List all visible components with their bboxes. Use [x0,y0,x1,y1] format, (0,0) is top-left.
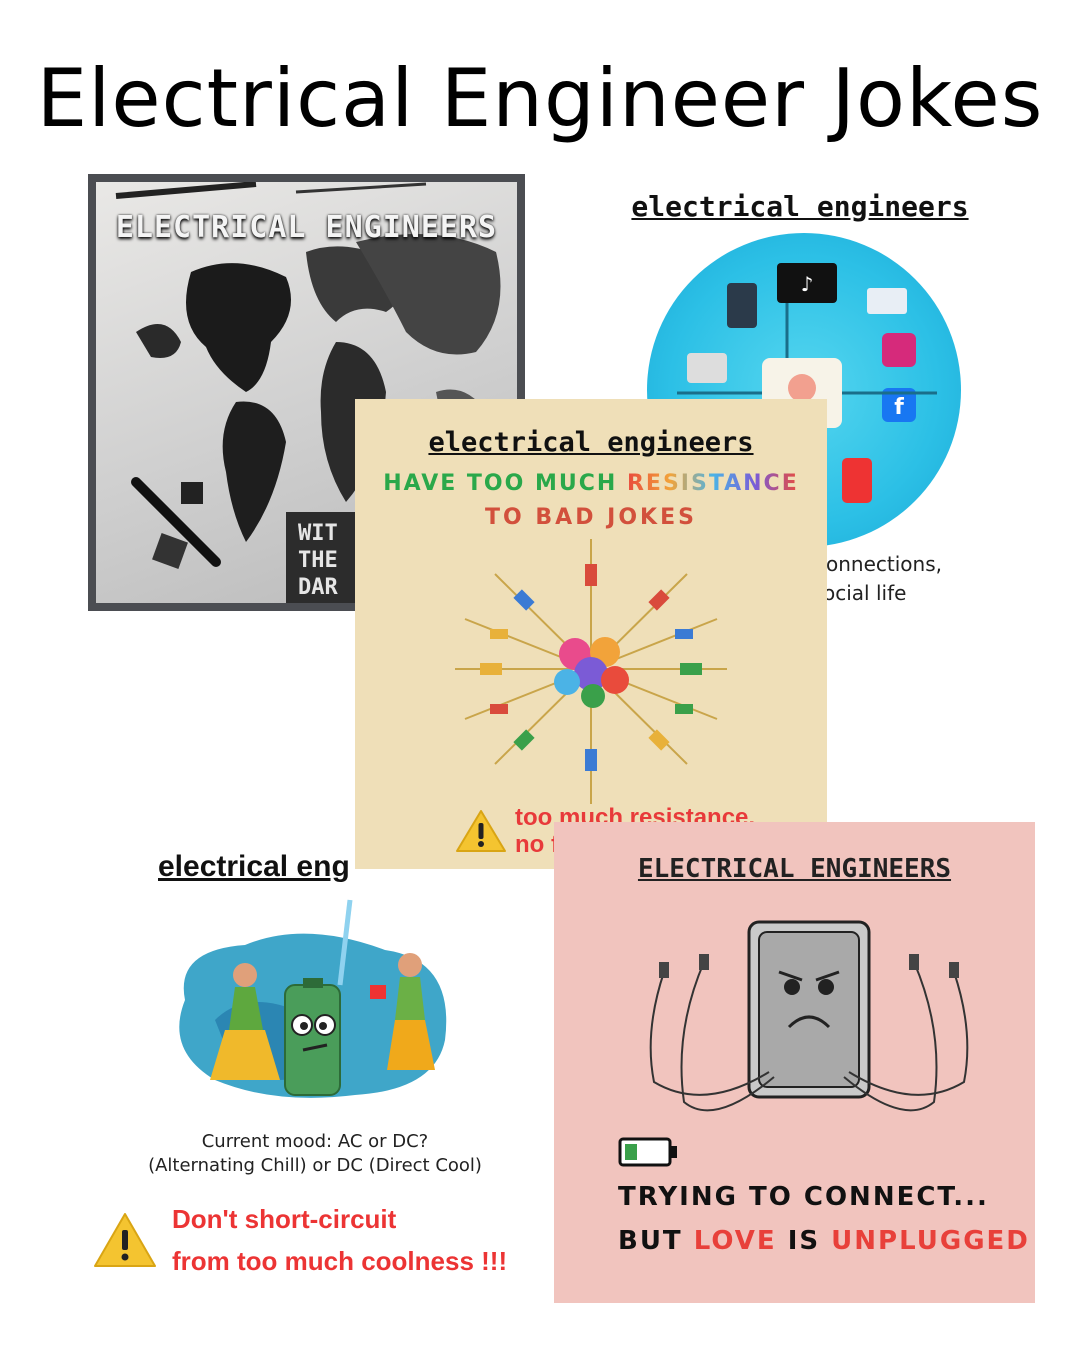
social-caption-line: ocial life [823,581,907,605]
battery-warning: Don't short-circuit from too much coolne… [92,1198,507,1282]
battery-characters-illustration [179,899,447,1098]
center-line-1-part1: HAVE TOO MUCH [383,471,627,496]
center-line-2: TO BAD JOKES [485,505,697,530]
low-battery-icon [618,1137,677,1167]
pink-line-1: TRYING TO CONNECT... [618,1182,989,1212]
map-heading: ELECTRICAL ENGINEERS [115,210,498,245]
pink-line-2-a: BUT [618,1226,694,1256]
mood-caption-line: Current mood: AC or DC? [201,1131,429,1152]
resistance-meme-card: electrical engineers HAVE TOO MUCH RESIS… [355,399,827,869]
svg-text:f: f [894,395,904,420]
warning-icon [456,810,506,852]
battery-heading: electrical eng [158,850,350,883]
map-caption-line: WIT [298,521,338,546]
pink-line-2: BUT LOVE IS UNPLUGGED [618,1226,1030,1256]
center-line-1-part2: RESISTANCE [626,471,799,496]
warning-icon [94,1213,156,1267]
map-caption-line: DAR [298,575,338,600]
resistors-burst-illustration [455,539,727,804]
unplugged-meme-card: ELECTRICAL ENGINEERS TRYING TO CONNECT..… [554,822,1035,1303]
mood-caption: Current mood: AC or DC? (Alternating Chi… [80,1130,550,1178]
mood-caption-line: (Alternating Chill) or DC (Direct Cool) [148,1155,482,1176]
battery-warning-line: Don't short-circuit [172,1204,397,1234]
battery-warning-line: from too much coolness !!! [172,1246,508,1276]
pink-unplugged-word: UNPLUGGED [831,1226,1030,1256]
social-caption: connections, ocial life [815,550,1015,608]
social-caption-line: connections, [815,552,942,576]
svg-text:♪: ♪ [801,272,814,296]
social-heading: electrical engineers [631,190,969,223]
center-line-1: HAVE TOO MUCH RESISTANCE [355,471,827,496]
map-meme-card: ELECTRICAL ENGINEERS WIT THE DAR [88,174,525,611]
pink-love-word: LOVE [693,1226,777,1256]
pink-heading: ELECTRICAL ENGINEERS [637,854,952,884]
page-title: Electrical Engineer Jokes [36,52,1044,145]
sad-power-strip-illustration [649,920,969,1112]
center-heading: electrical engineers [428,427,754,458]
pink-line-2-c: IS [776,1226,832,1256]
map-caption-line: THE [298,548,338,573]
battery-meme-card: electrical eng Current mood: AC or DC? (… [80,850,550,1280]
